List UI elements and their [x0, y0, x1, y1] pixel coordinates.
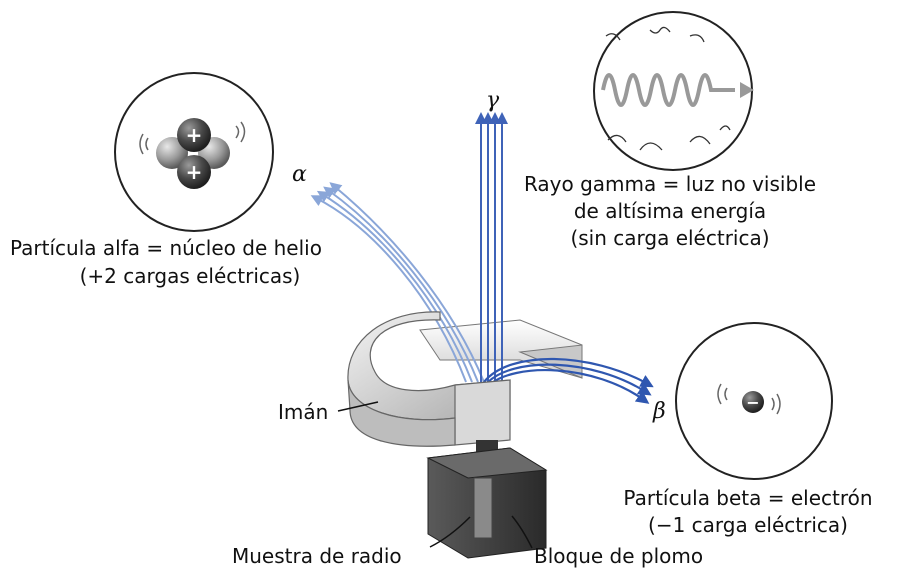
beta-particle-circle: −	[675, 322, 833, 480]
neutron-left	[156, 137, 188, 169]
gamma-wave	[601, 73, 735, 107]
gamma-ray-circle	[593, 11, 754, 171]
lead-block-label: Bloque de plomo	[534, 544, 704, 568]
alpha-particle-circle: + +	[114, 72, 274, 232]
gamma-symbol: γ	[486, 88, 500, 113]
alpha-symbol: α	[292, 162, 307, 187]
magnet-label: Imán	[278, 400, 329, 424]
electron-charge: −	[746, 393, 759, 412]
radium-sample	[473, 477, 493, 539]
gamma-label-line3: (sin carga eléctrica)	[570, 226, 770, 250]
alpha-label-line2: (+2 cargas eléctricas)	[79, 264, 301, 288]
proton-bottom-charge: +	[186, 160, 203, 184]
beta-label-line1: Partícula beta = electrón	[623, 486, 873, 510]
alpha-rays	[310, 182, 485, 383]
beta-label-line2: (−1 carga eléctrica)	[648, 513, 848, 537]
gamma-rays	[475, 112, 508, 382]
alpha-label-line1: Partícula alfa = núcleo de helio	[10, 236, 322, 260]
beta-rays	[483, 357, 654, 404]
proton-top	[177, 118, 211, 152]
proton-bottom	[177, 155, 211, 189]
gamma-label-line2: de altísima energía	[573, 199, 767, 223]
leader-lines	[337, 401, 533, 549]
gamma-label-line1: Rayo gamma = luz no visible	[523, 172, 817, 196]
beta-symbol: β	[652, 399, 666, 424]
magnet	[347, 311, 511, 447]
proton-top-charge: +	[186, 123, 203, 147]
lead-block	[426, 440, 548, 559]
electron	[742, 391, 764, 413]
radium-sample-label: Muestra de radio	[232, 544, 402, 568]
